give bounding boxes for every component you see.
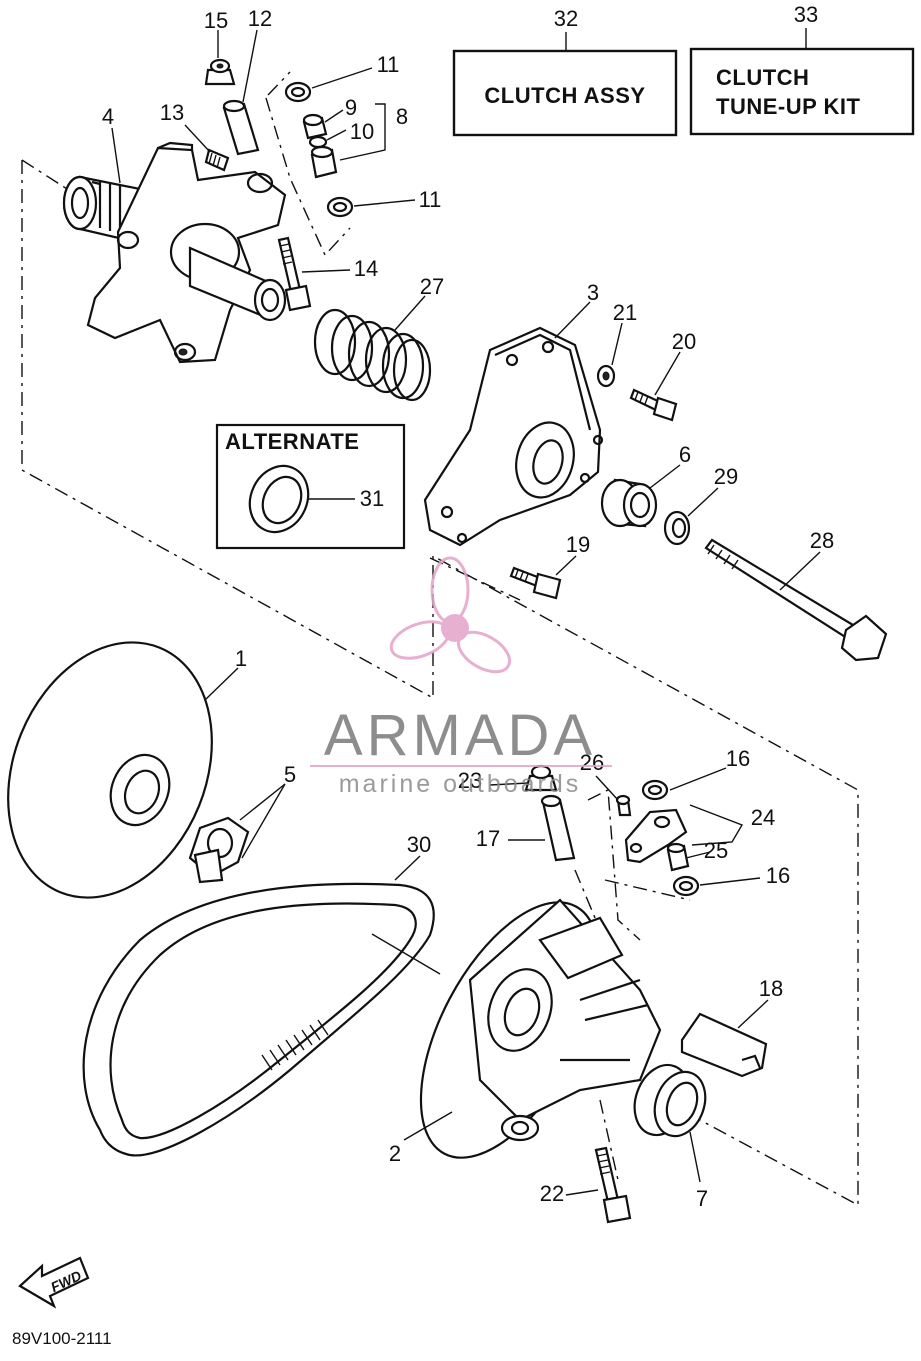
watermark-brand: ARMADA	[324, 703, 596, 768]
callout-7: 7	[696, 1186, 708, 1211]
screw-part-26	[615, 794, 632, 817]
armada-watermark: ARMADA marine outboards	[310, 556, 612, 798]
callout-11-bottom: 11	[419, 187, 442, 212]
bushing-part-10	[308, 135, 338, 179]
callout-3: 3	[587, 280, 599, 305]
long-bolt-part-28	[704, 538, 888, 662]
alternate-label: ALTERNATE	[225, 429, 359, 454]
fwd-arrow: FWD	[18, 1256, 90, 1309]
washer-part-16-bottom	[672, 875, 700, 897]
callout-4: 4	[102, 104, 114, 129]
callout-16-top: 16	[726, 746, 750, 771]
pin-part-12	[222, 99, 260, 156]
cap-nut-part-15	[204, 58, 236, 86]
washer-part-21	[596, 364, 616, 388]
propeller-logo	[389, 556, 512, 674]
roller-part-6	[600, 478, 658, 528]
collar-part-5	[188, 816, 250, 884]
alternate-box: ALTERNATE	[215, 423, 406, 550]
tune-up-kit-label-line1: CLUTCH	[716, 65, 809, 90]
callout-30: 30	[407, 832, 431, 857]
callout-9: 9	[345, 95, 357, 120]
cap-nut-part-23	[524, 764, 558, 792]
callout-16-bottom: 16	[766, 863, 790, 888]
callout-26: 26	[580, 750, 604, 775]
callout-5: 5	[284, 762, 296, 787]
callout-14: 14	[354, 256, 378, 281]
tune-up-kit-box: CLUTCH TUNE-UP KIT	[689, 47, 915, 136]
weight-arm-part-24	[624, 808, 688, 864]
tune-up-kit-label-line2: TUNE-UP KIT	[716, 94, 860, 119]
callout-28: 28	[810, 528, 834, 553]
set-screw-part-13	[204, 148, 230, 172]
belt-part-30	[82, 882, 435, 1157]
sheave-part-1	[7, 641, 213, 899]
bolt-part-20	[629, 388, 678, 422]
callout-33: 33	[794, 2, 818, 27]
pin-part-17	[540, 794, 576, 862]
sheave-assy-part-2	[419, 898, 662, 1159]
callout-32: 32	[554, 6, 578, 31]
callout-20: 20	[672, 329, 696, 354]
seal-part-7	[633, 1063, 707, 1138]
washer-part-11-bottom	[326, 196, 354, 218]
callout-1: 1	[235, 646, 247, 671]
snap-ring-part-29	[663, 510, 691, 546]
watermark-tagline: marine outboards	[339, 770, 582, 798]
diagram-code: 89V100-2111	[12, 1329, 112, 1348]
callout-12: 12	[248, 6, 272, 31]
callout-27: 27	[420, 274, 444, 299]
washer-part-11-top	[284, 81, 312, 103]
callout-29: 29	[714, 464, 738, 489]
callout-numbers: 15 12 13 4 11 9 10 8 11 14 27 3 21 20 31…	[102, 2, 834, 1211]
callout-13: 13	[160, 100, 184, 125]
callout-8: 8	[396, 104, 408, 129]
bushing-part-25	[666, 842, 690, 872]
leader-lines	[111, 29, 821, 1196]
callout-6: 6	[679, 442, 691, 467]
spider-hub-part	[62, 141, 287, 364]
bolt-part-22	[594, 1146, 632, 1224]
callout-17: 17	[476, 826, 500, 851]
washer-part-16-top	[641, 779, 669, 801]
callout-22: 22	[540, 1181, 564, 1206]
slider-part-18	[680, 1012, 768, 1078]
callout-24: 24	[751, 805, 775, 830]
clutch-assy-box: CLUTCH ASSY	[452, 49, 678, 137]
callout-15: 15	[204, 8, 228, 33]
callout-19: 19	[566, 532, 590, 557]
callout-25: 25	[704, 838, 728, 863]
callout-11-top: 11	[377, 52, 400, 77]
callout-23: 23	[458, 768, 482, 793]
callout-21: 21	[613, 300, 637, 325]
cover-part-3	[423, 326, 604, 547]
bolt-part-19	[509, 566, 562, 600]
clutch-assy-label: CLUTCH ASSY	[484, 83, 645, 108]
callout-2: 2	[389, 1141, 401, 1166]
callout-31: 31	[360, 486, 384, 511]
callout-10: 10	[350, 119, 374, 144]
bolt-part-14	[277, 236, 312, 312]
callout-18: 18	[759, 976, 783, 1001]
spring-part-27	[313, 308, 432, 402]
roller-part-9	[302, 113, 328, 140]
alternate-washer-part	[248, 464, 310, 534]
